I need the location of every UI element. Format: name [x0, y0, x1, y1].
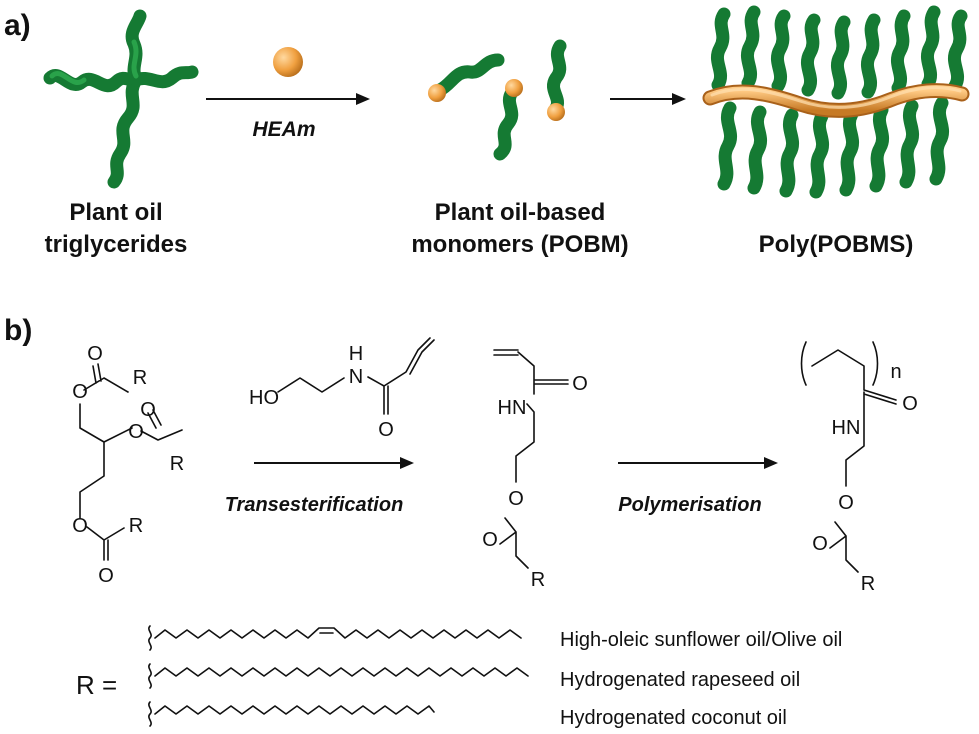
reagent-label: HEAm — [252, 118, 315, 141]
atom-r: R — [129, 515, 143, 537]
r-equals-label: R = — [76, 670, 117, 700]
r-group-3-label: Hydrogenated coconut oil — [560, 707, 787, 729]
atom-r: R — [170, 453, 184, 475]
arrow-1 — [206, 93, 370, 105]
reagent-bead — [273, 47, 303, 77]
arrow-transesterification — [254, 457, 414, 469]
atom-r: R — [531, 569, 545, 591]
polymer-structure: n O HN O O R — [800, 341, 918, 595]
atom-o: O — [508, 488, 524, 510]
arrow-polymerisation — [618, 457, 778, 469]
triglyceride-illustration — [43, 9, 199, 189]
heam-structure: HO H N O — [249, 337, 435, 441]
caption-monomers-line1: Plant oil-based — [435, 199, 606, 226]
panel-a-label: a) — [4, 9, 31, 42]
r-group-2-label: Hydrogenated rapeseed oil — [560, 669, 800, 691]
r-group-1-label: High-oleic sunflower oil/Olive oil — [560, 629, 842, 651]
caption-triglycerides-line1: Plant oil — [69, 199, 162, 226]
atom-o: O — [140, 399, 156, 421]
atom-hn: HN — [498, 397, 527, 419]
atom-ho: HO — [249, 387, 279, 409]
atom-o: O — [812, 533, 828, 555]
atom-o: O — [72, 515, 88, 537]
atom-o: O — [482, 529, 498, 551]
atom-o: O — [838, 492, 854, 514]
panel-b-label: b) — [4, 314, 32, 347]
triglyceride-structure: O O R O O R O R O — [72, 343, 184, 587]
atom-o: O — [378, 419, 394, 441]
atom-hn: HN — [832, 417, 861, 439]
atom-o: O — [98, 565, 114, 587]
step-polymerisation: Polymerisation — [618, 494, 761, 516]
caption-monomers-line2: monomers (POBM) — [411, 231, 628, 258]
step-transesterification: Transesterification — [225, 494, 404, 516]
r-group-chains — [148, 625, 529, 727]
atom-o: O — [87, 343, 103, 365]
atom-n-subscript: n — [890, 361, 901, 383]
atom-o: O — [572, 373, 588, 395]
atom-r: R — [861, 573, 875, 595]
monomer-illustration — [428, 39, 567, 161]
atom-n: N — [349, 366, 363, 388]
atom-o: O — [902, 393, 918, 415]
atom-o: O — [72, 381, 88, 403]
atom-r: R — [133, 367, 147, 389]
monomer-structure: O HN O O R — [482, 349, 588, 591]
arrow-2 — [610, 93, 686, 105]
atom-o: O — [128, 421, 144, 443]
polymer-illustration — [702, 5, 970, 199]
atom-h: H — [349, 343, 363, 365]
caption-triglycerides-line2: triglycerides — [45, 231, 188, 258]
caption-polymer: Poly(POBMS) — [759, 231, 914, 258]
